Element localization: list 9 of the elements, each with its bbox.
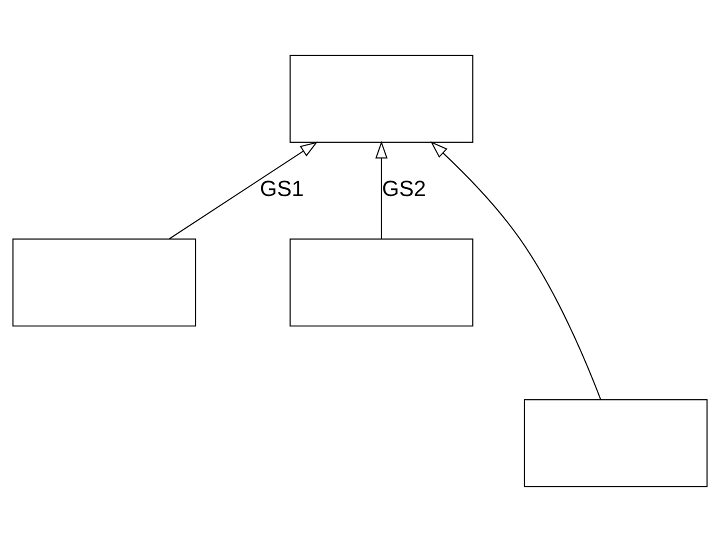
- node-box: [290, 54, 474, 143]
- edge-label: GS1: [260, 176, 304, 202]
- arrow: [430, 141, 602, 400]
- node-box: [524, 399, 708, 488]
- edge-label: GS2: [382, 176, 426, 202]
- node-box: [12, 238, 196, 327]
- arrow: [375, 140, 388, 239]
- node-box: [290, 238, 474, 327]
- arrow: [168, 142, 318, 240]
